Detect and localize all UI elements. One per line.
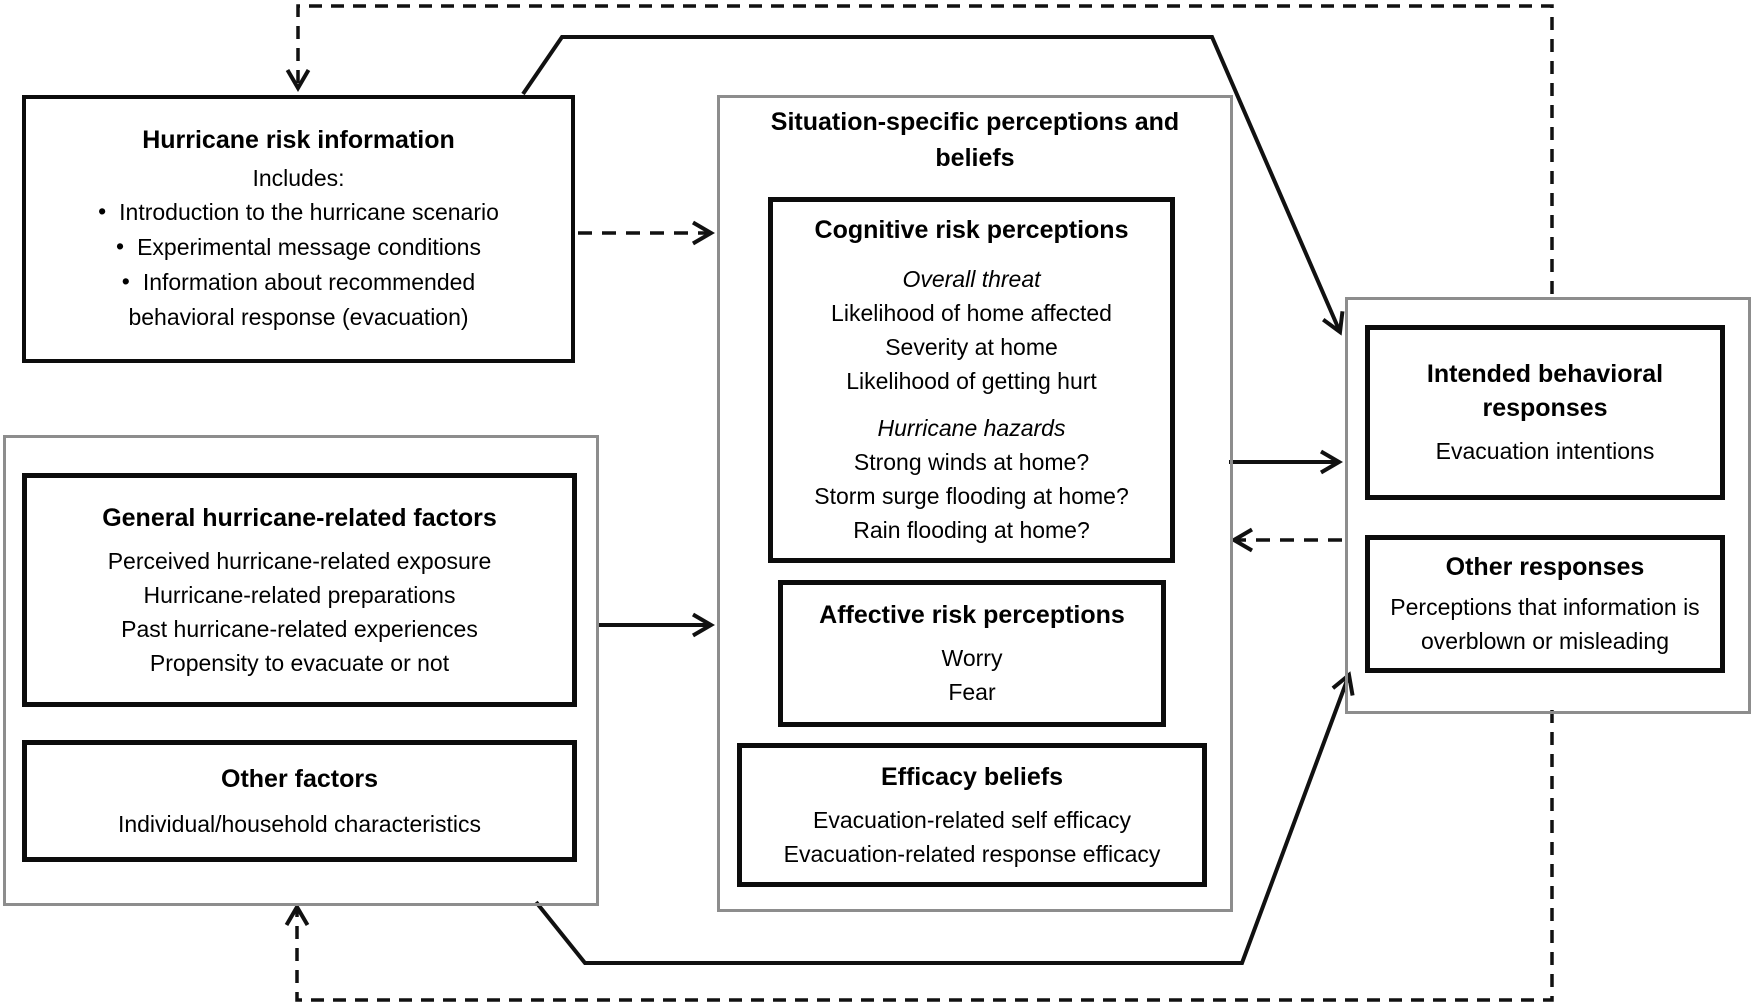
factor-line: Individual/household characteristics [117,810,482,837]
cognitive-line: Strong winds at home? [853,449,1090,475]
bullet-item-continuation: behavioral response (evacuation) [128,304,469,330]
other-responses-body: Perceptions that information is overblow… [1390,594,1700,654]
bullet-item-message-conditions: • Experimental message conditions [116,230,481,265]
other-factors-box: Other factors Individual/household chara… [22,740,577,862]
cognitive-line: Storm surge flooding at home? [814,483,1129,509]
efficacy-line: Evacuation-related self efficacy [813,806,1131,833]
situation-perceptions-title: Situation-specific perceptions and belie… [770,108,1180,172]
efficacy-title: Efficacy beliefs [880,762,1064,791]
solid-arrow-info-to-responses [521,35,1345,336]
bullet-item-scenario: • Introduction to the hurricane scenario [98,195,499,230]
bullet-item-recommended-response: • Information about recommended [122,265,475,300]
affective-line: Worry [941,645,1003,671]
intended-behavioral-responses-box: Intended behavioral responses Evacuation… [1365,325,1725,500]
factor-line: Hurricane-related preparations [143,581,456,608]
general-hurricane-factors-box: General hurricane-related factors Percei… [22,473,577,707]
efficacy-beliefs-box: Efficacy beliefs Evacuation-related self… [737,743,1207,887]
overall-threat-subhead: Overall threat [902,266,1041,292]
other-responses-box: Other responses Perceptions that informa… [1365,535,1725,673]
bullet-icon: • [116,233,125,259]
factor-line: Past hurricane-related experiences [121,615,478,642]
bullet-item-text: Introduction to the hurricane scenario [119,199,499,225]
bullet-item-text: Experimental message conditions [137,234,481,260]
bullet-item-text: Information about recommended [142,269,476,295]
factor-line: Propensity to evacuate or not [149,649,450,676]
responses-container: Intended behavioral responses Evacuation… [1345,297,1751,714]
bullet-icon: • [98,198,107,224]
cognitive-risk-perceptions-box: Cognitive risk perceptions Overall threa… [768,197,1175,563]
situation-perceptions-container: Situation-specific perceptions and belie… [717,95,1233,912]
hurricane-hazards-subhead: Hurricane hazards [877,415,1066,441]
intended-responses-title: Intended behavioral responses [1426,360,1664,422]
cognitive-line: Rain flooding at home? [853,517,1090,543]
hurricane-risk-information-box: Hurricane risk information Includes: • In… [22,95,575,363]
affective-risk-perceptions-box: Affective risk perceptions Worry Fear [778,580,1166,727]
cognitive-title: Cognitive risk perceptions [814,216,1129,244]
cognitive-line: Likelihood of getting hurt [846,368,1097,394]
cognitive-line: Severity at home [885,334,1058,360]
affective-line: Fear [948,679,996,705]
other-responses-title: Other responses [1445,553,1645,581]
dashed-loop-bottom-arrow [284,710,1554,1002]
affective-title: Affective risk perceptions [819,601,1125,629]
general-factors-container: General hurricane-related factors Percei… [3,435,599,906]
hurricane-box-title: Hurricane risk information [142,126,455,154]
dashed-loop-top-arrow [285,4,1554,294]
includes-label: Includes: [252,165,345,191]
other-factors-title: Other factors [221,764,378,793]
factor-line: Perceived hurricane-related exposure [107,547,492,574]
general-factors-title: General hurricane-related factors [102,503,497,532]
solid-arrow-factors-to-responses [534,671,1355,965]
efficacy-line: Evacuation-related response efficacy [783,840,1161,867]
cognitive-line: Likelihood of home affected [831,300,1112,326]
intended-responses-body: Evacuation intentions [1435,438,1655,464]
bullet-icon: • [121,268,130,294]
